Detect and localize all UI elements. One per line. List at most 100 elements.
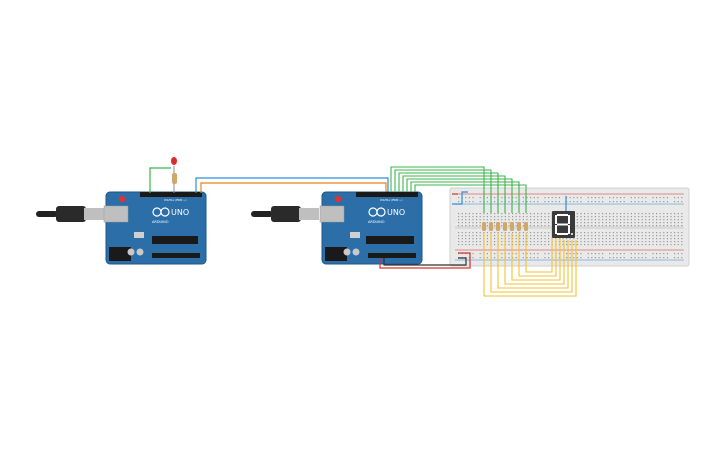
wire-yellow-3[interactable] [497, 233, 569, 289]
arduino-board-1[interactable]: UNO ARDUINO DIGITAL (PWM ~) [103, 191, 207, 265]
resistor-icon[interactable] [503, 222, 507, 231]
breadboard-hole [663, 253, 665, 255]
breadboard-hole [476, 219, 478, 221]
wire-yellow-1[interactable] [483, 233, 577, 297]
breadboard-hole [674, 201, 676, 203]
breadboard-hole [508, 216, 510, 218]
breadboard-hole [479, 219, 481, 221]
breadboard-hole [580, 213, 582, 215]
resistor-icon[interactable] [489, 222, 493, 231]
breadboard-hole [638, 222, 640, 224]
breadboard-hole [598, 201, 600, 203]
usb-cable-1-tail [36, 211, 58, 217]
breadboard-hole [494, 219, 496, 221]
breadboard-hole [605, 241, 607, 243]
breadboard-hole [609, 235, 611, 237]
breadboard-hole [486, 216, 488, 218]
breadboard-hole [576, 238, 578, 240]
breadboard-hole [630, 238, 632, 240]
arduino-2-digital-header [356, 192, 418, 197]
wire-bundle-yellow[interactable] [483, 212, 577, 297]
wire-green-1[interactable] [390, 166, 485, 213]
breadboard-hole [576, 219, 578, 221]
breadboard-hole [494, 213, 496, 215]
breadboard-hole [515, 197, 517, 199]
wire-yellow-5[interactable] [511, 212, 561, 281]
breadboard-hole [580, 216, 582, 218]
wire-yellow-7[interactable] [525, 212, 553, 273]
breadboard-hole [616, 238, 618, 240]
breadboard-hole [605, 213, 607, 215]
wire-green-6[interactable] [410, 181, 520, 213]
breadboard-hole [530, 253, 532, 255]
wire-orange-board1-board2[interactable] [200, 182, 387, 193]
wire-yellow-4[interactable] [504, 233, 565, 285]
usb-cable-1[interactable] [36, 206, 104, 222]
breadboard-hole [548, 219, 550, 221]
breadboard-hole [537, 232, 539, 234]
breadboard-hole [468, 241, 470, 243]
breadboard-hole [544, 213, 546, 215]
breadboard-hole [666, 213, 668, 215]
wire-green-3[interactable] [398, 172, 499, 213]
breadboard-hole [620, 238, 622, 240]
breadboard-hole [544, 244, 546, 246]
breadboard-hole [458, 219, 460, 221]
breadboard-hole [594, 244, 596, 246]
breadboard-hole [645, 222, 647, 224]
breadboard-hole [479, 222, 481, 224]
breadboard-hole [652, 222, 654, 224]
breadboard-hole [612, 244, 614, 246]
resistor-icon[interactable] [510, 222, 514, 231]
breadboard-hole [472, 241, 474, 243]
breadboard-hole [620, 235, 622, 237]
breadboard-hole [508, 197, 510, 199]
breadboard-hole [630, 197, 632, 199]
wire-yellow-2[interactable] [490, 233, 573, 293]
breadboard-hole [580, 232, 582, 234]
breadboard-hole [641, 241, 643, 243]
arduino-board-2[interactable]: UNO ARDUINO DIGITAL (PWM ~) [319, 191, 423, 265]
breadboard-hole [616, 197, 618, 199]
breadboard-hole [616, 244, 618, 246]
wire-green-4[interactable] [402, 175, 506, 213]
breadboard-hole [659, 232, 661, 234]
wire-green-7[interactable] [414, 184, 527, 213]
breadboard-hole [616, 253, 618, 255]
wire-green-board1-led[interactable] [149, 167, 171, 193]
wire-green-2[interactable] [394, 169, 492, 213]
breadboard-hole [670, 219, 672, 221]
wire-green-5[interactable] [406, 178, 513, 213]
breadboard-hole [666, 244, 668, 246]
resistor-icon[interactable] [517, 222, 521, 231]
breadboard-hole [605, 238, 607, 240]
breadboard-hole [623, 257, 625, 259]
wire-bundle-green[interactable] [390, 166, 527, 213]
seven-segment-display[interactable] [552, 211, 575, 238]
breadboard-hole [537, 213, 539, 215]
resistor-icon[interactable] [496, 222, 500, 231]
usb-cable-2[interactable] [251, 206, 319, 222]
breadboard-hole [612, 219, 614, 221]
breadboard-hole [587, 232, 589, 234]
arduino-1-reset-button[interactable] [118, 195, 126, 203]
breadboard-hole [659, 235, 661, 237]
wire-blue-board1-board2[interactable] [195, 177, 389, 193]
arduino-1-digital-header [140, 192, 202, 197]
wire-blue-top-rail[interactable] [452, 191, 468, 205]
breadboard-hole [461, 213, 463, 215]
resistor-icon[interactable] [524, 222, 528, 231]
arduino-2-reset-button[interactable] [334, 195, 342, 203]
breadboard-hole [630, 201, 632, 203]
breadboard-hole [544, 216, 546, 218]
wire-red-board2-breadboard[interactable] [379, 252, 471, 269]
wire-black-board2-breadboard[interactable] [383, 257, 467, 266]
breadboard-hole [468, 232, 470, 234]
resistor-icon[interactable] [482, 222, 486, 231]
resistor-1[interactable] [172, 173, 177, 184]
breadboard-hole [609, 225, 611, 227]
breadboard-hole [602, 238, 604, 240]
breadboard-hole [605, 244, 607, 246]
wire-yellow-6[interactable] [518, 212, 557, 277]
